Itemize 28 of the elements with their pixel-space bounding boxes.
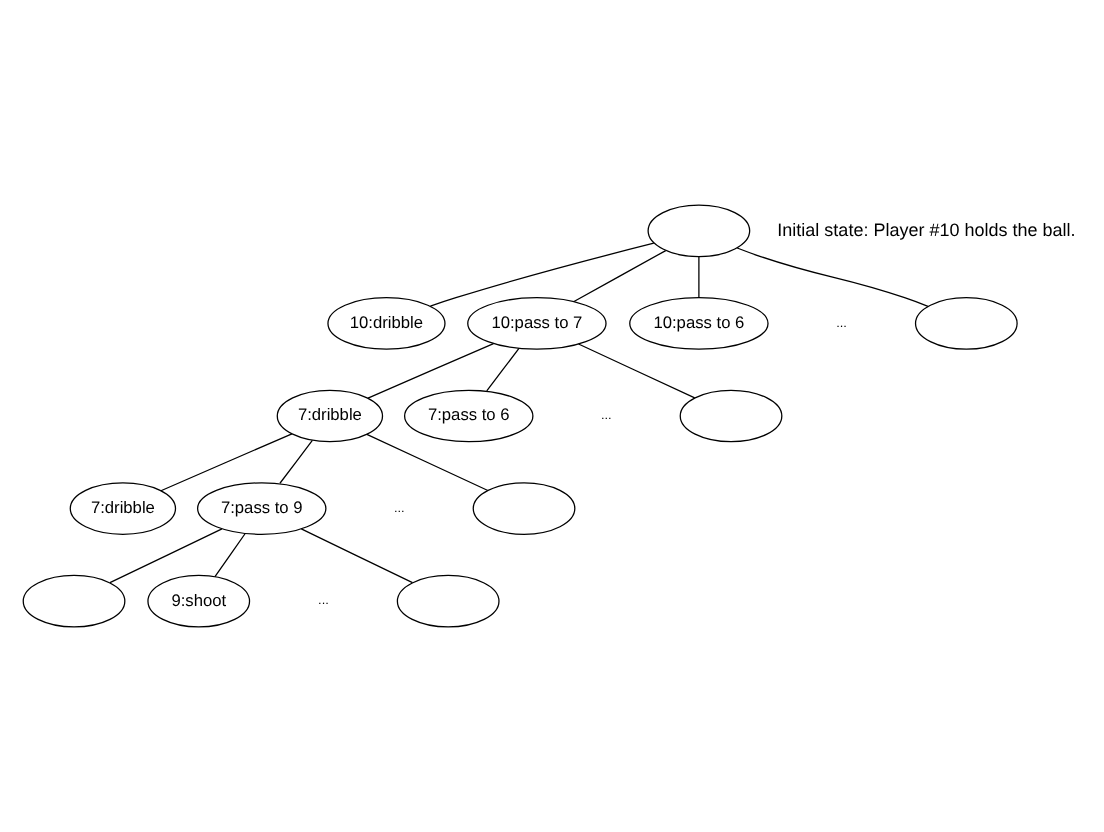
node-ellipse: 7:dribble [276,389,384,443]
node-ellipse [914,297,1018,350]
connector [214,532,246,578]
connector [367,342,495,399]
connector [736,247,929,307]
node-ellipse: 10:dribble [327,297,446,350]
node-ellipse [472,482,576,535]
connector [160,433,293,492]
node-ellipse: 7:dribble [69,482,177,535]
node-ellipse: 9:shoot [147,574,251,628]
node-ellipse: 7:pass to 9 [196,482,327,535]
connector [366,433,489,492]
node-ellipse: 10:pass to 6 [629,297,769,350]
connector [486,347,520,392]
connector [429,242,655,307]
connector [573,249,667,303]
connector [109,528,223,584]
connector [300,528,414,584]
connector [577,343,696,399]
node-ellipse [396,574,500,628]
node-label: Initial state: Player #10 holds the ball. [777,219,1076,240]
node-ellipse [679,389,783,443]
node-ellipse [22,574,126,628]
node-ellipse: 10:pass to 7 [467,297,607,350]
node-ellipse [647,204,751,258]
connector [279,439,313,484]
connector [698,256,700,299]
node-ellipse: 7:pass to 6 [403,389,534,443]
